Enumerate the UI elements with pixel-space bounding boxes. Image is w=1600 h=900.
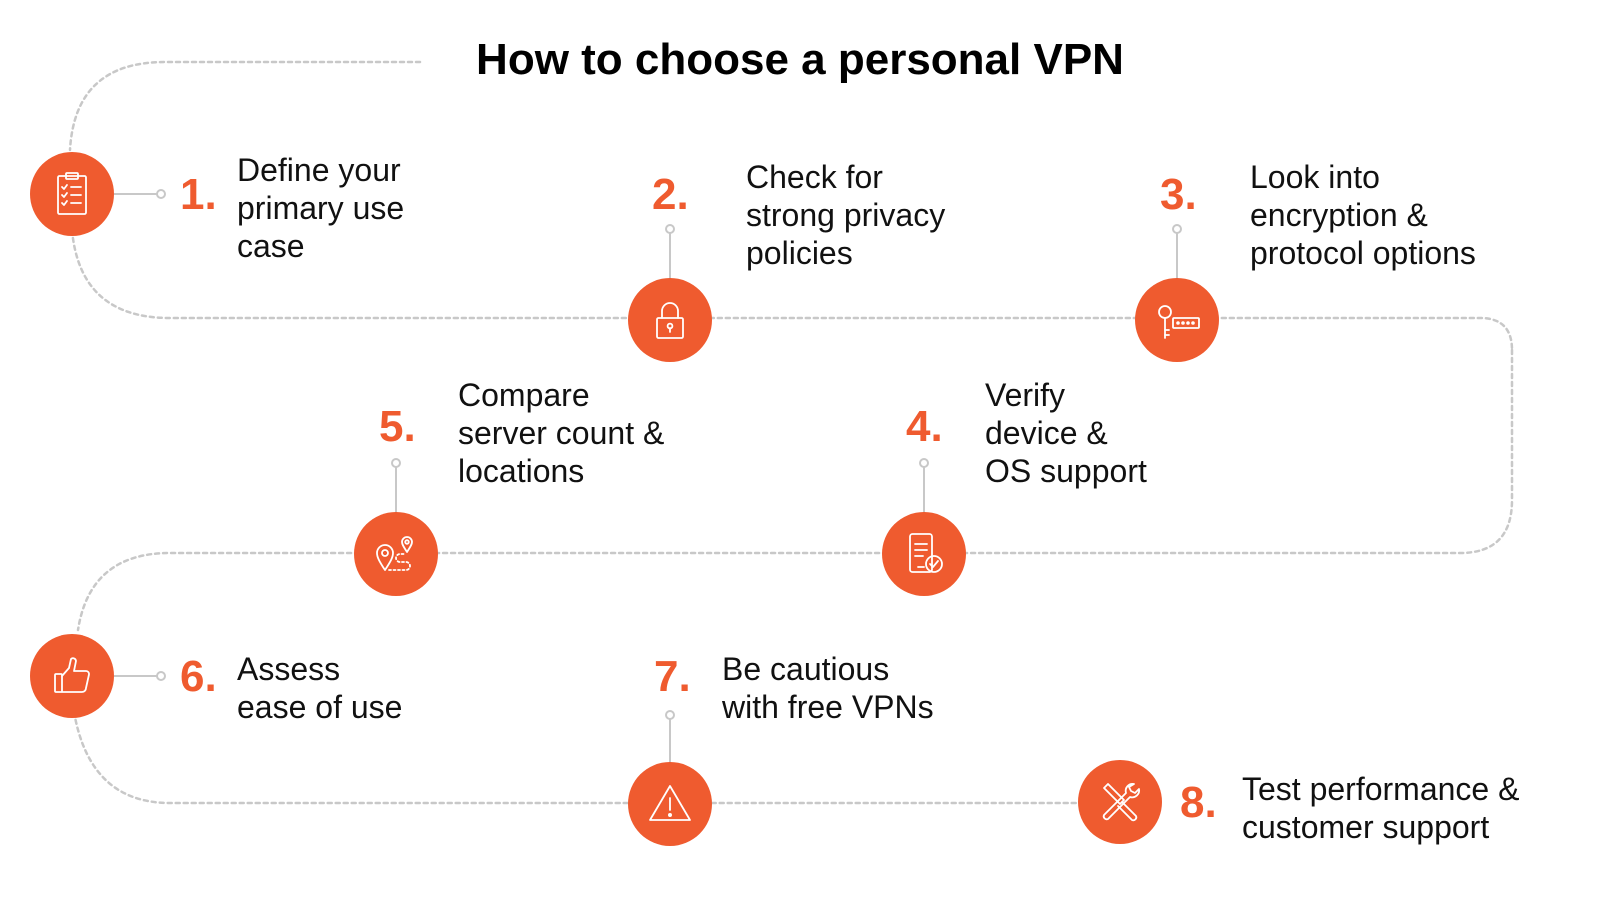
step-4-number: 4. <box>906 402 943 451</box>
step-label-line: OS support <box>985 453 1147 489</box>
clipboard-checklist-icon <box>57 172 87 215</box>
mobile-device-check-icon <box>909 533 943 573</box>
step-label-line: Check for <box>746 159 883 195</box>
step-label-line: Test performance & <box>1242 771 1520 807</box>
step-label-line: customer support <box>1242 809 1490 845</box>
step-label-line: strong privacy <box>746 197 946 233</box>
step-6-node <box>30 634 114 718</box>
path-segment-row3 <box>72 710 1092 805</box>
step-1-number: 1. <box>180 170 217 219</box>
connector-dot-4 <box>919 458 929 468</box>
step-label-line: server count & <box>458 415 665 451</box>
step-4-node <box>882 512 966 596</box>
step-5-node <box>354 512 438 596</box>
step-label-line: case <box>237 228 305 264</box>
step-3-number: 3. <box>1160 170 1197 219</box>
warning-triangle-icon <box>649 785 691 821</box>
step-label-line: with free VPNs <box>722 689 934 725</box>
tools-icon <box>1102 783 1140 822</box>
connector-dot-5 <box>391 458 401 468</box>
connector-dot-7 <box>665 710 675 720</box>
step-7-number: 7. <box>654 652 691 701</box>
step-label-line: Look into <box>1250 159 1380 195</box>
step-8-label: Test performance &customer support <box>1242 770 1519 846</box>
path-segment-row1 <box>70 228 1514 352</box>
step-6-number: 6. <box>180 652 217 701</box>
path-segment-right-bend <box>76 348 1514 632</box>
connector-dot-1 <box>156 189 166 199</box>
step-label-line: Compare <box>458 377 590 413</box>
location-pins-route-icon <box>376 536 413 571</box>
step-8-number: 8. <box>1180 778 1217 827</box>
page-title: How to choose a personal VPN <box>0 30 1600 90</box>
step-label-line: policies <box>746 235 853 271</box>
step-label-line: device & <box>985 415 1108 451</box>
step-label-line: ease of use <box>237 689 403 725</box>
connector-dot-2 <box>665 224 675 234</box>
step-3-node <box>1135 278 1219 362</box>
key-password-icon <box>1158 305 1200 339</box>
step-label-line: primary use <box>237 190 405 226</box>
step-7-node <box>628 762 712 846</box>
step-label-line: encryption & <box>1250 197 1428 233</box>
page-title-text: How to choose a personal VPN <box>458 35 1142 84</box>
step-5-number: 5. <box>379 402 416 451</box>
step-2-node <box>628 278 712 362</box>
thumbs-up-icon <box>54 657 90 693</box>
step-label-line: Verify <box>985 377 1066 413</box>
step-label-line: Assess <box>237 651 341 687</box>
step-label-line: locations <box>458 453 585 489</box>
step-label-line: Define your <box>237 152 401 188</box>
step-label-line: protocol options <box>1250 235 1476 271</box>
step-1-node <box>30 152 114 236</box>
step-2-number: 2. <box>652 170 689 219</box>
path-segment-top <box>68 60 422 152</box>
connector-dot-6 <box>156 671 166 681</box>
step-8-node <box>1078 760 1162 844</box>
padlock-icon <box>656 302 684 339</box>
step-label-line: Be cautious <box>722 651 890 687</box>
connector-dot-3 <box>1172 224 1182 234</box>
